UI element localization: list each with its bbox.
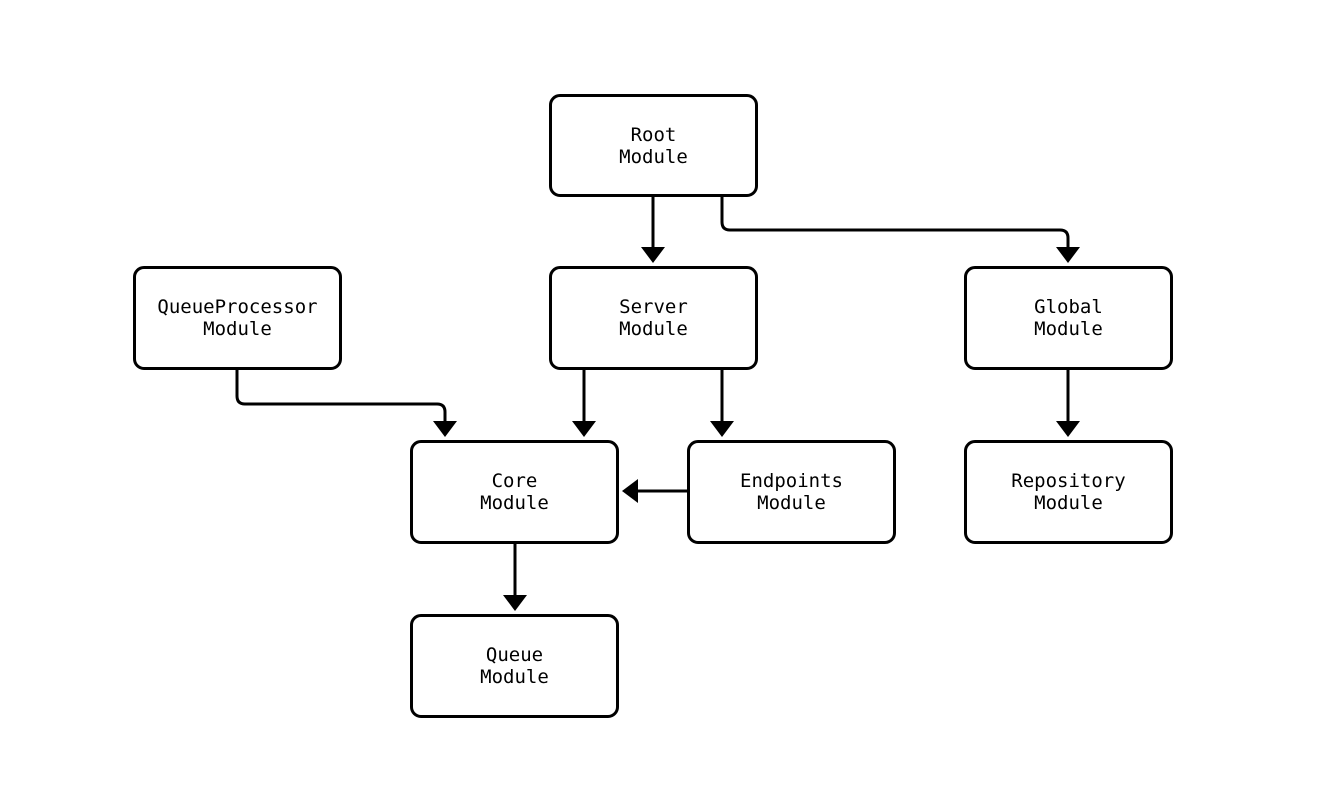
arrow-root-to-server-icon <box>641 247 665 263</box>
node-label-primary: QueueProcessor <box>157 296 318 318</box>
node-label-secondary: Module <box>1034 318 1103 340</box>
arrow-queueprocessor-to-core-icon <box>433 421 457 437</box>
node-label-secondary: Module <box>1034 492 1103 514</box>
node-label-primary: Server <box>619 296 688 318</box>
node-label-primary: Root <box>630 123 677 146</box>
arrow-server-to-endpoints-icon <box>710 421 734 437</box>
edge-queueprocessor-to-core <box>235 370 447 421</box>
arrow-server-to-core-icon <box>572 421 596 437</box>
node-label-primary: Repository <box>1011 470 1126 492</box>
arrow-endpoints-to-core-icon <box>622 479 638 503</box>
node-label-secondary: Module <box>757 492 826 514</box>
arrow-core-to-queue-icon <box>503 595 527 611</box>
arrow-root-to-global-icon <box>1056 247 1080 263</box>
node-label-secondary: Module <box>203 318 272 340</box>
arrow-global-to-repository-icon <box>1056 421 1080 437</box>
node-label-primary: Endpoints <box>740 470 843 492</box>
node-label-primary: Queue <box>485 644 544 666</box>
node-label-secondary: Module <box>619 145 688 168</box>
node-label-secondary: Module <box>480 666 549 688</box>
node-label-secondary: Module <box>480 492 549 514</box>
node-label-secondary: Module <box>619 318 688 340</box>
edge-root-to-global <box>720 197 1070 247</box>
node-label-primary: Global <box>1034 296 1103 318</box>
node-label-primary: Core <box>491 470 538 492</box>
